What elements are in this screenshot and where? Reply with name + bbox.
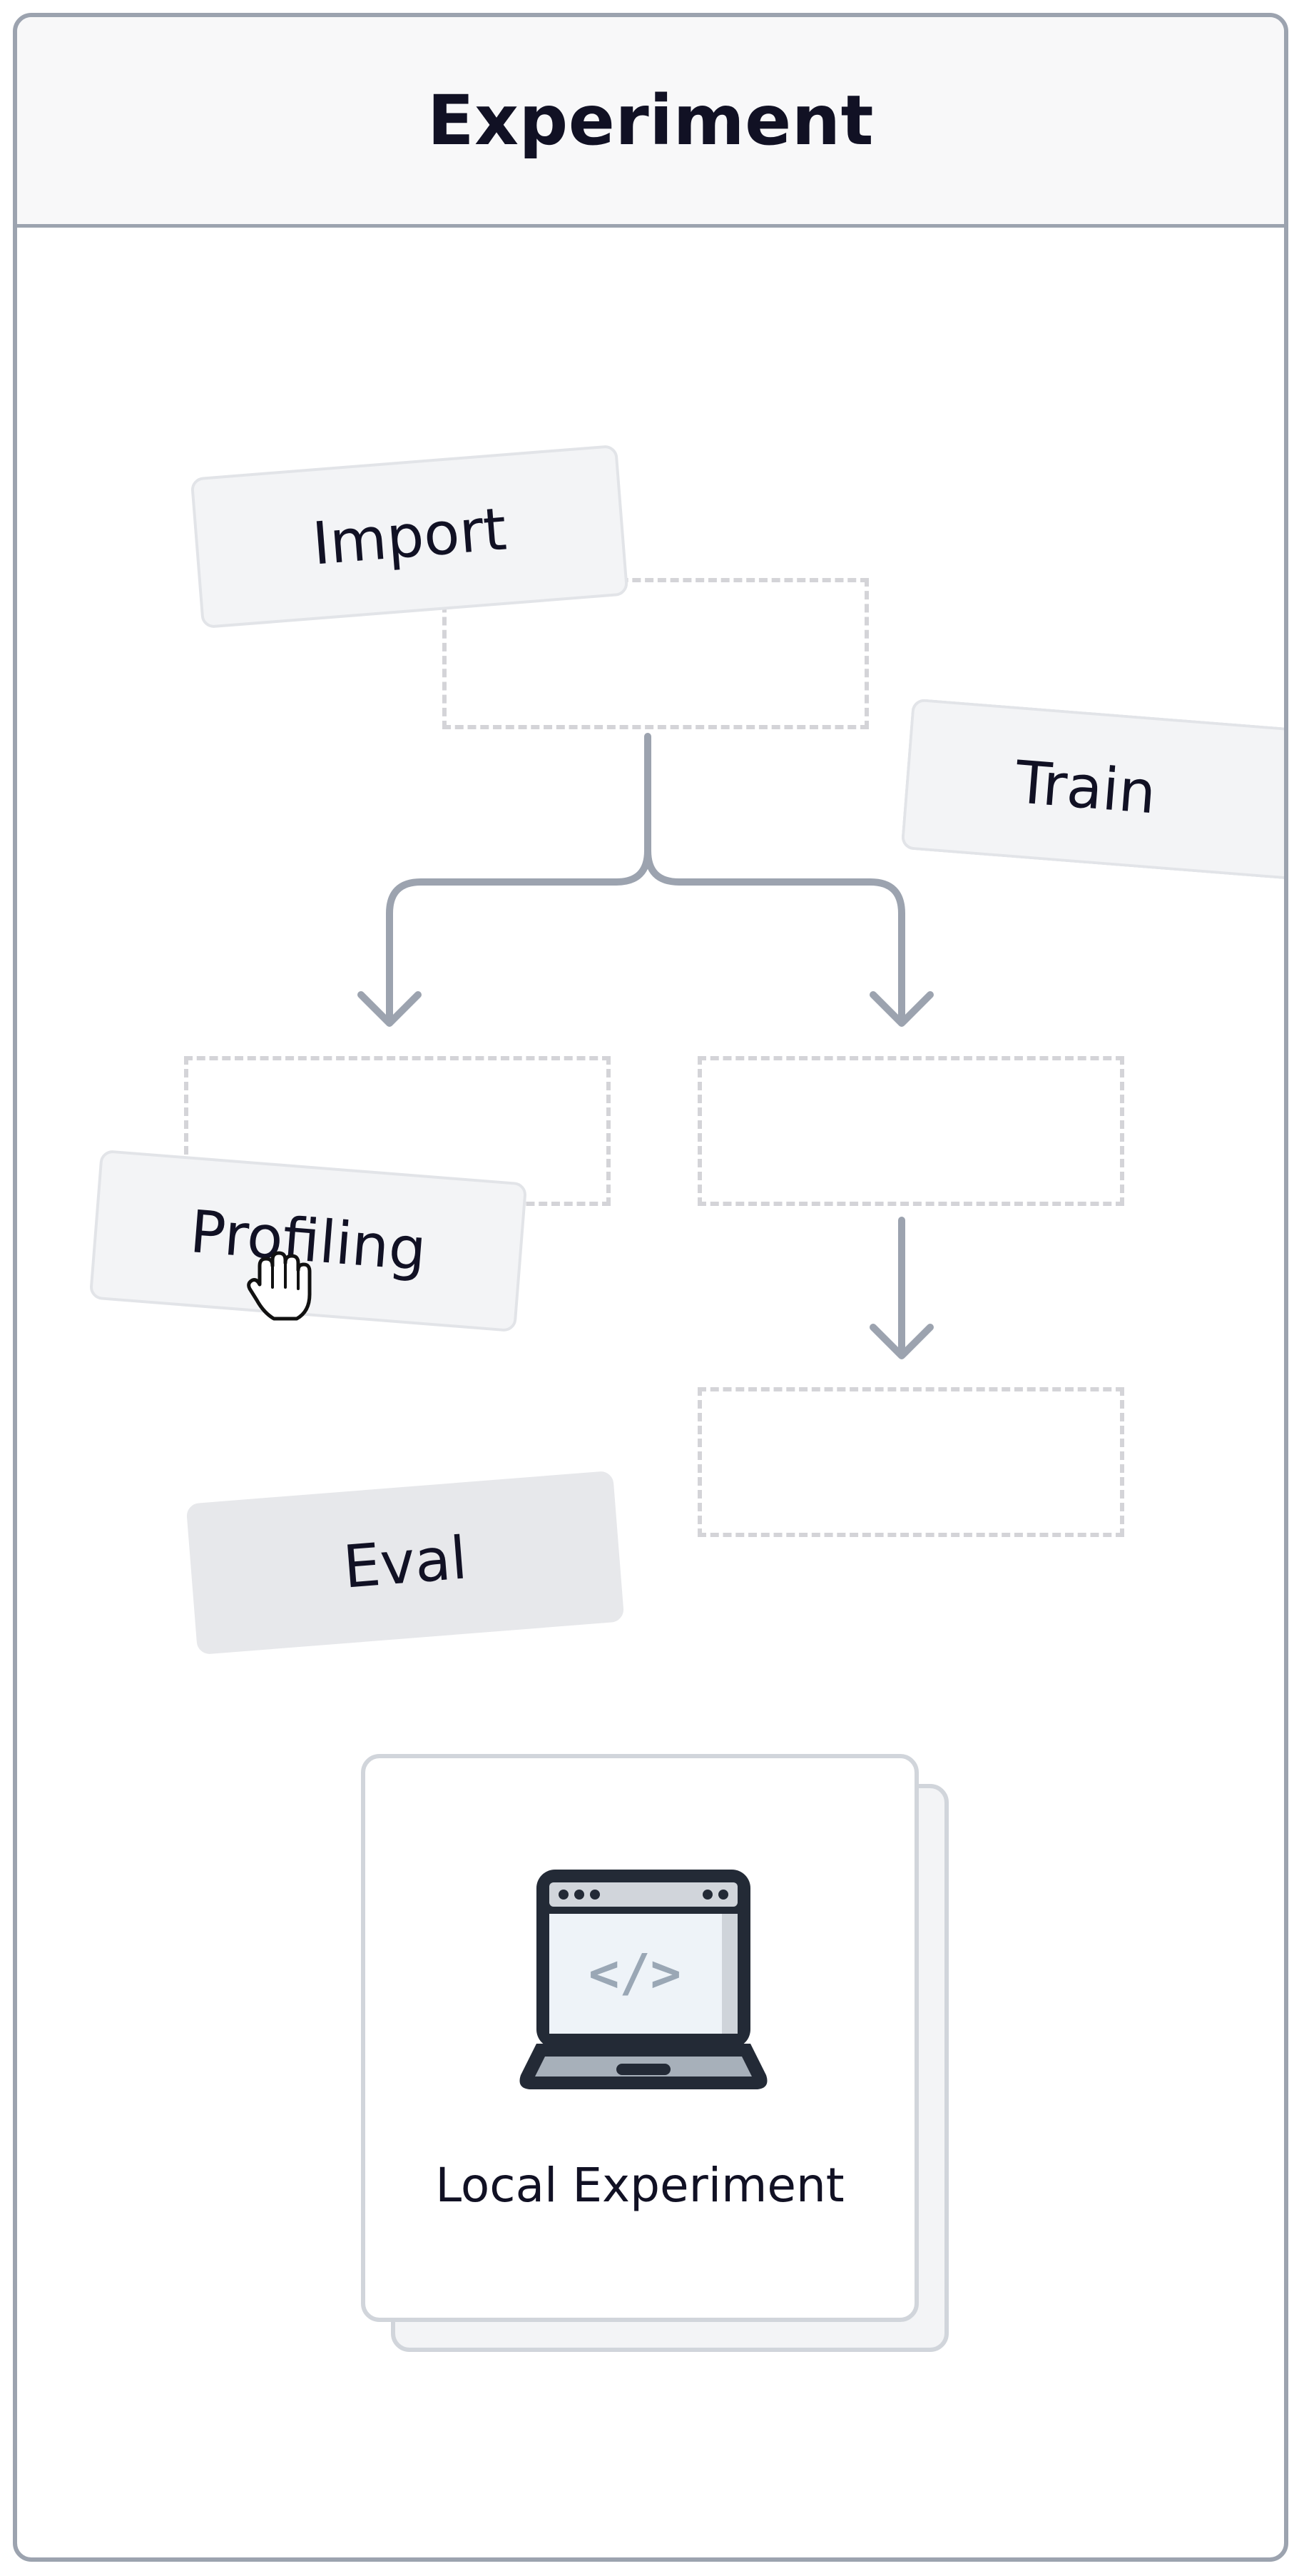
experiment-panel: Experiment Import Train Profiling Eval [13, 13, 1288, 2562]
step-label-eval: Eval [340, 1523, 470, 1602]
arrow-head-right [870, 991, 934, 1027]
step-card-train[interactable]: Train [900, 698, 1284, 881]
panel-header: Experiment [17, 17, 1284, 228]
step-card-eval[interactable]: Eval [185, 1470, 625, 1655]
arrow-trunk [386, 733, 651, 1025]
local-experiment-card[interactable]: </> Local Experiment [361, 1754, 919, 2322]
step-label-train: Train [1013, 748, 1158, 827]
drop-slot-import[interactable] [442, 578, 869, 729]
code-glyph: </> [589, 1943, 681, 2003]
grab-hand-icon [247, 1251, 312, 1321]
laptop-code-icon: </> [519, 1870, 768, 2089]
arrow-head-left [357, 991, 422, 1027]
step-label-import: Import [310, 495, 509, 579]
drop-slot-right[interactable] [698, 1056, 1124, 1206]
local-experiment-label: Local Experiment [435, 2158, 845, 2213]
arrow-down-head [870, 1324, 934, 1359]
drop-slot-bottom[interactable] [698, 1387, 1124, 1537]
arrow-branch-right [644, 847, 905, 1025]
panel-title: Experiment [427, 81, 874, 161]
